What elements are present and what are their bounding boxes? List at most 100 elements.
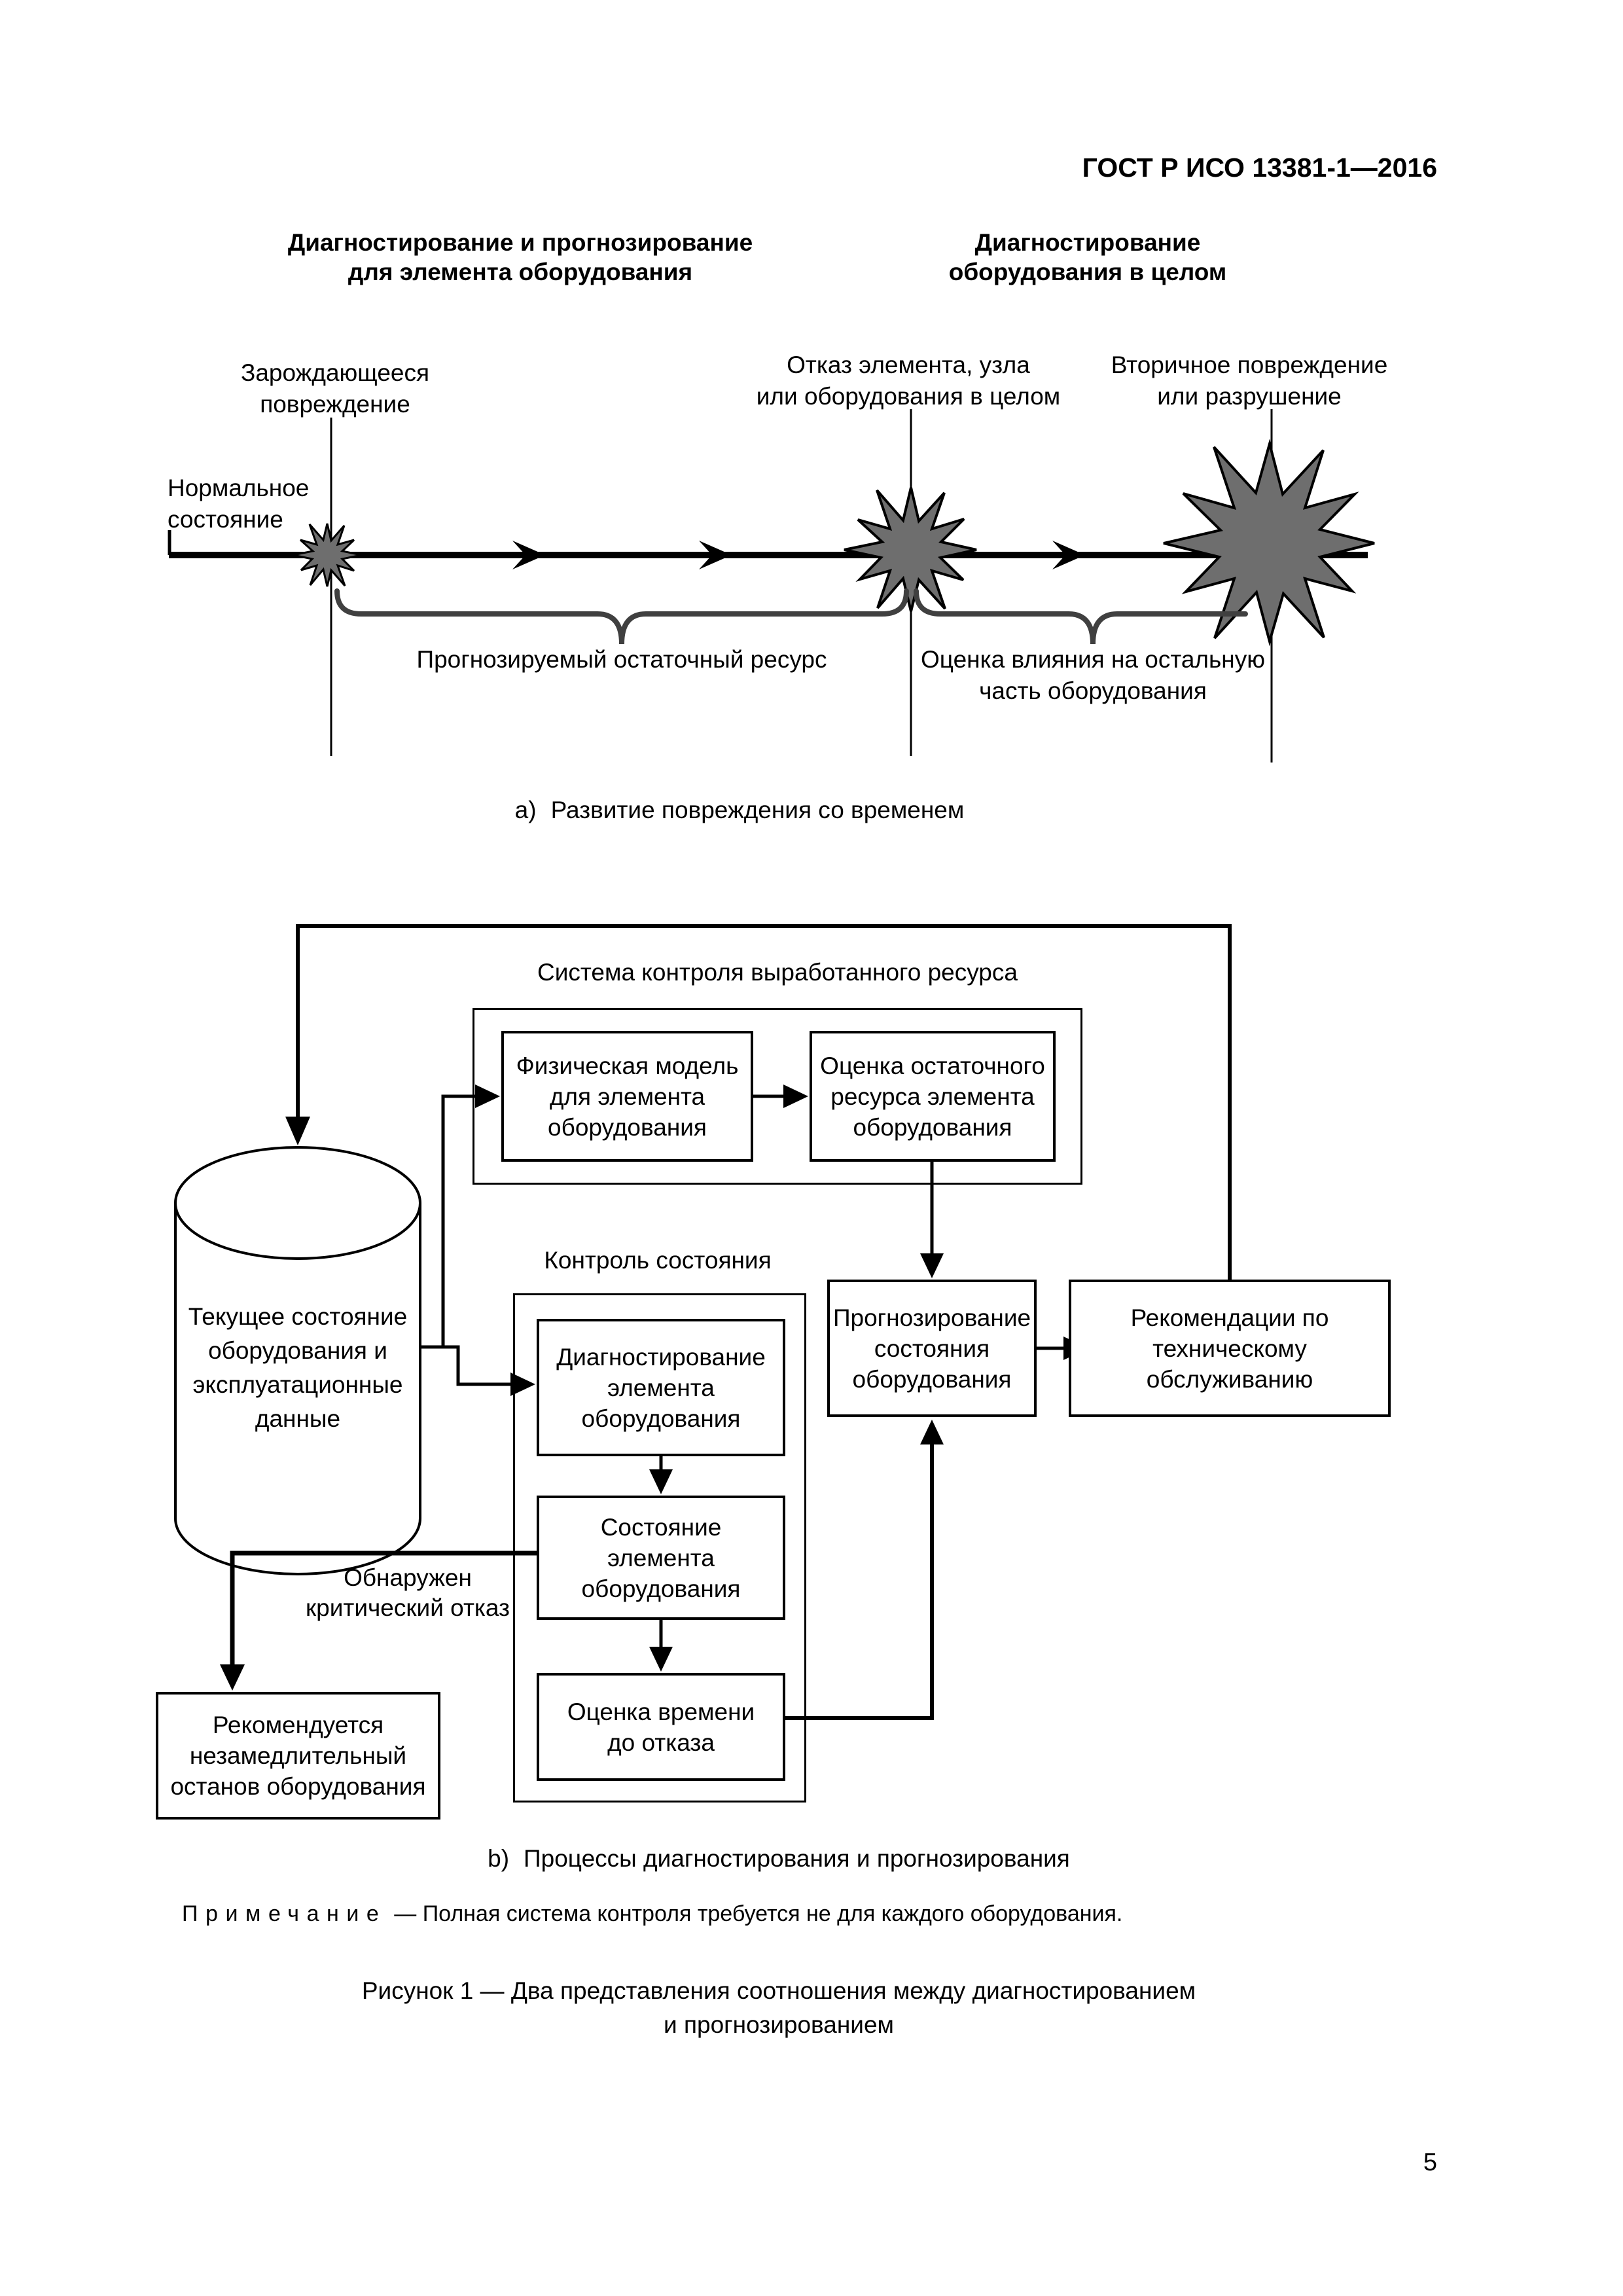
label-impact-line1: Оценка влияния на остальную [921,646,1265,673]
figure-caption-line2: и прогнозированием [664,2011,894,2038]
box-time-to-failure-line2: до отказа [607,1729,715,1756]
box-database-line3: эксплуатационные [192,1371,403,1398]
box-residual-estimate-line2: ресурса элемента [830,1083,1035,1110]
caption-b-prefix: b) [488,1845,510,1872]
column-title-right-line1: Диагностирование [974,229,1201,256]
edge-db-to-diagnostics [420,1345,510,1386]
box-diagnostics-line3: оборудования [581,1405,741,1432]
box-element-state-line1: Состояние [600,1513,722,1541]
edge-feedback [296,924,1232,1280]
page-number: 5 [1423,2149,1437,2176]
box-residual-estimate-line1: Оценка остаточного [820,1052,1045,1079]
box-database: Текущее состояние оборудования и эксплуа… [183,1283,412,1453]
box-database-line1: Текущее состояние [188,1303,408,1330]
starburst-large [1163,439,1375,647]
box-diagnostics-line2: элемента [607,1374,715,1401]
label-failure-line2: или оборудования в целом [756,383,1061,410]
brace-residual-life [334,588,909,645]
box-element-state: Состояние элемента оборудования [537,1496,785,1620]
box-database-line2: оборудования и [208,1337,387,1364]
edge-db-to-model-arrowhead [475,1085,500,1108]
figure-caption: Рисунок 1 — Два представления соотношени… [288,1974,1270,2042]
label-normal-line2: состояние [168,506,283,533]
label-impact-line2: часть оборудования [979,677,1207,704]
timeline-arrow-3 [1052,541,1085,569]
box-immediate-stop-line1: Рекомендуется [212,1712,384,1738]
column-title-right: Диагностирование оборудования в целом [849,228,1327,287]
column-title-right-line2: оборудования в целом [948,259,1227,285]
label-failure-line1: Отказ элемента, узла [787,351,1030,378]
label-element-failure: Отказ элемента, узла или оборудования в … [712,350,1105,412]
edge-model-to-estimate-arrowhead [783,1085,808,1108]
note-label: Примечание [182,1901,387,1926]
edge-critical-failure [230,1551,537,1664]
box-residual-estimate-line3: оборудования [853,1113,1012,1141]
box-prognosis-line3: оборудования [852,1365,1012,1393]
edge-db-to-diagnostics-arrowhead [510,1372,535,1396]
box-physical-model: Физическая модель для элемента оборудова… [501,1031,753,1162]
box-physical-model-line1: Физическая модель [516,1052,739,1079]
edge-label-line2: критический отказ [305,1594,510,1621]
caption-b-text: Процессы диагностирования и прогнозирова… [524,1845,1070,1872]
edge-diagnostics-to-state-arrowhead [649,1469,673,1494]
label-secondary-line1: Вторичное повреждение [1111,351,1388,378]
label-incipient-line2: повреждение [260,391,410,418]
standard-number: ГОСТ Р ИСО 13381-1—2016 [1082,152,1437,183]
edge-label-critical-failure: Обнаружен критический отказ [260,1563,555,1623]
box-recommendations-line2: техническому обслуживанию [1146,1335,1313,1393]
brace-impact [914,588,1248,645]
caption-a: а) Развитие повреждения со временем [412,795,1067,826]
container-resource-monitoring-system [473,1008,1082,1185]
database-cylinder-top [174,1146,421,1260]
box-diagnostics: Диагностирование элемента оборудования [537,1319,785,1456]
box-physical-model-line3: оборудования [548,1113,707,1141]
label-secondary-damage: Вторичное повреждение или разрушение [1086,350,1413,412]
box-time-to-failure-line1: Оценка времени [567,1698,755,1725]
edge-estimate-to-prognosis-arrowhead [920,1253,944,1278]
label-residual-life: Прогнозируемый остаточный ресурс [416,646,827,673]
box-prognosis: Прогнозирование состояния оборудования [827,1280,1037,1417]
timeline-arrow-2 [699,541,732,569]
label-incipient-damage: Зарождающееся повреждение [204,357,466,420]
caption-b: b) Процессы диагностирования и прогнозиро… [452,1843,1106,1874]
column-title-left: Диагностирование и прогнозирование для э… [281,228,759,287]
caption-a-text: Развитие повреждения со временем [550,797,965,823]
edge-db-to-model [441,1094,475,1347]
box-time-to-failure: Оценка времени до отказа [537,1673,785,1781]
column-title-left-line1: Диагностирование и прогнозирование [287,229,753,256]
box-prognosis-line2: состояния [874,1335,990,1362]
box-immediate-stop-line3: останов оборудования [170,1773,426,1800]
box-residual-estimate: Оценка остаточного ресурса элемента обор… [810,1031,1056,1162]
box-physical-model-line2: для элемента [549,1083,705,1110]
label-impact-assessment: Оценка влияния на остальную часть оборуд… [915,644,1271,707]
edge-ttf-to-prognosis-arrowhead [920,1420,944,1444]
box-element-state-line2: элемента [607,1544,715,1571]
label-incipient-line1: Зарождающееся [240,359,430,386]
timeline-arrow-1 [512,541,545,569]
starburst-medium [844,487,977,612]
label-secondary-line2: или разрушение [1157,383,1342,410]
note: Примечание — Полная система контроля треб… [182,1898,1438,1929]
box-immediate-stop-line2: незамедлительный [189,1742,407,1769]
edge-label-line1: Обнаружен [344,1564,472,1591]
box-prognosis-line1: Прогнозирование [832,1304,1031,1331]
container-condition-monitoring [513,1293,806,1803]
note-text: — Полная система контроля требуется не д… [394,1901,1123,1926]
box-database-line4: данные [255,1405,341,1432]
edge-state-to-ttf-arrowhead [649,1647,673,1672]
caption-a-prefix: а) [514,797,537,823]
figure-caption-line1: Рисунок 1 — Два представления соотношени… [361,1977,1196,2004]
box-element-state-line3: оборудования [581,1575,741,1602]
condition-monitoring-title: Контроль состояния [544,1247,772,1274]
box-diagnostics-line1: Диагностирование [556,1343,766,1371]
box-recommendations: Рекомендации по техническому обслуживани… [1069,1280,1391,1417]
starburst-small [293,523,362,587]
resource-system-title: Система контроля выработанного ресурса [537,959,1018,986]
edge-feedback-arrowhead [285,1117,310,1145]
label-normal-line1: Нормальное [168,475,310,501]
edge-critical-failure-arrowhead [220,1664,245,1691]
box-immediate-stop: Рекомендуется незамедлительный останов о… [156,1692,440,1820]
box-recommendations-line1: Рекомендации по [1130,1304,1329,1331]
column-title-left-line2: для элемента оборудования [348,259,693,285]
